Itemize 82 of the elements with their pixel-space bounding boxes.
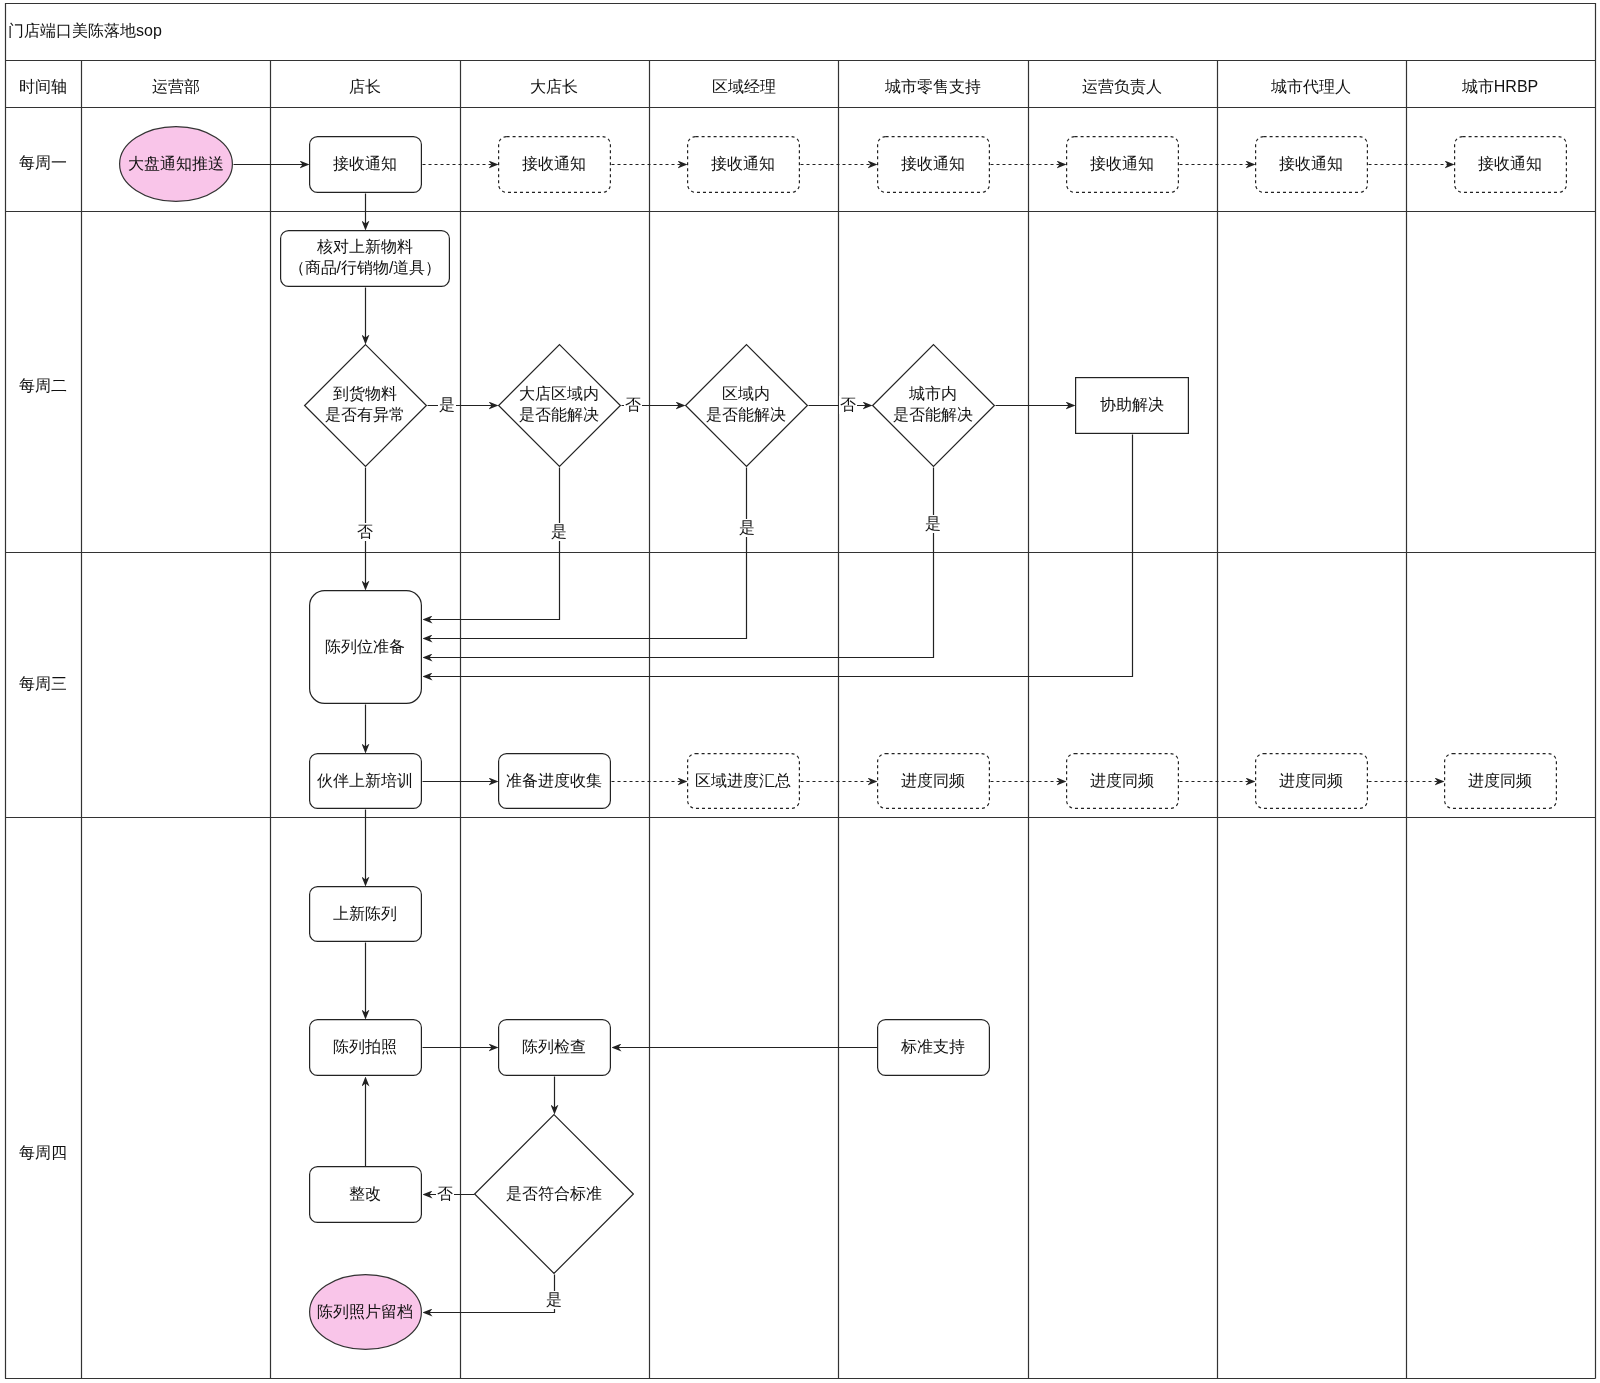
arrow	[610, 160, 688, 169]
process-box: 协助解决	[1075, 376, 1189, 434]
terminal-oval: 陈列照片留档	[308, 1274, 422, 1350]
process-box: 进度同频	[1065, 753, 1179, 809]
process-box: 伙伴上新培训	[308, 753, 422, 809]
edge-label: 是	[738, 519, 756, 537]
column-heading: 运营负责人	[1082, 77, 1162, 97]
process-box: 上新陈列	[308, 886, 422, 942]
arrow	[421, 160, 499, 169]
arrow	[422, 1273, 556, 1317]
column-heading: 城市零售支持	[885, 77, 981, 97]
edge-label: 是	[438, 396, 456, 414]
column-heading: 区域经理	[712, 77, 776, 97]
edge-label: 否	[356, 523, 374, 541]
column-heading: 店长	[349, 77, 381, 97]
terminal-oval: 大盘通知推送	[119, 126, 233, 202]
arrow	[799, 160, 878, 169]
arrow	[421, 777, 499, 786]
decision-diamond: 城市内是否能解决	[871, 343, 995, 467]
arrow	[422, 466, 748, 643]
arrow	[361, 466, 370, 591]
arrow	[361, 1076, 370, 1168]
decision-diamond: 到货物料是否有异常	[303, 343, 427, 467]
process-box: 接收通知	[1254, 135, 1368, 193]
row-heading: 每周三	[19, 674, 67, 694]
process-box: 区域进度汇总	[686, 753, 800, 809]
arrow	[989, 777, 1067, 786]
diagram-title: 门店端口美陈落地sop	[8, 21, 162, 41]
arrow	[1367, 777, 1445, 786]
arrow	[1178, 160, 1256, 169]
edge-label: 否	[436, 1185, 454, 1203]
arrow	[610, 777, 688, 786]
process-box: 陈列位准备	[308, 590, 422, 704]
arrow	[361, 286, 370, 345]
arrow	[550, 1075, 559, 1115]
decision-diamond: 区域内是否能解决	[684, 343, 808, 467]
arrow	[1367, 160, 1455, 169]
process-box: 准备进度收集	[497, 753, 611, 809]
decision-diamond: 大店区域内是否能解决	[497, 343, 621, 467]
process-box: 核对上新物料（商品/行销物/道具）	[280, 229, 450, 287]
arrow	[232, 160, 310, 169]
edge-label: 是	[545, 1291, 563, 1309]
arrow	[611, 1043, 879, 1052]
column-heading: 城市HRBP	[1461, 77, 1539, 97]
arrow	[799, 777, 878, 786]
process-box: 接收通知	[308, 135, 422, 193]
edge-label: 是	[924, 515, 942, 533]
arrow	[989, 160, 1067, 169]
process-box: 进度同频	[876, 753, 990, 809]
arrow	[1178, 777, 1256, 786]
column-heading: 大店长	[530, 77, 578, 97]
arrow	[422, 466, 935, 662]
process-box: 接收通知	[876, 135, 990, 193]
arrow	[361, 192, 370, 231]
process-box: 接收通知	[1453, 135, 1567, 193]
edge-label: 否	[839, 396, 857, 414]
arrow	[994, 401, 1076, 410]
arrow	[361, 941, 370, 1020]
process-box: 进度同频	[1254, 753, 1368, 809]
process-box: 进度同频	[1443, 753, 1557, 809]
process-box: 整改	[308, 1165, 422, 1223]
process-box: 接收通知	[686, 135, 800, 193]
column-heading: 时间轴	[19, 77, 67, 97]
process-box: 陈列检查	[497, 1018, 611, 1076]
arrow	[421, 1043, 499, 1052]
process-box: 接收通知	[1065, 135, 1179, 193]
decision-diamond: 是否符合标准	[474, 1114, 634, 1274]
column-heading: 运营部	[152, 77, 200, 97]
arrow	[422, 433, 1134, 681]
arrow	[361, 808, 370, 887]
edge-label: 是	[550, 523, 568, 541]
row-heading: 每周一	[19, 153, 67, 173]
edge-label: 否	[624, 396, 642, 414]
process-box: 标准支持	[876, 1018, 990, 1076]
column-heading: 城市代理人	[1271, 77, 1351, 97]
arrow	[422, 466, 561, 624]
row-heading: 每周二	[19, 376, 67, 396]
arrow	[361, 703, 370, 754]
process-box: 陈列拍照	[308, 1018, 422, 1076]
row-heading: 每周四	[19, 1143, 67, 1163]
process-box: 接收通知	[497, 135, 611, 193]
arrow	[426, 401, 499, 410]
